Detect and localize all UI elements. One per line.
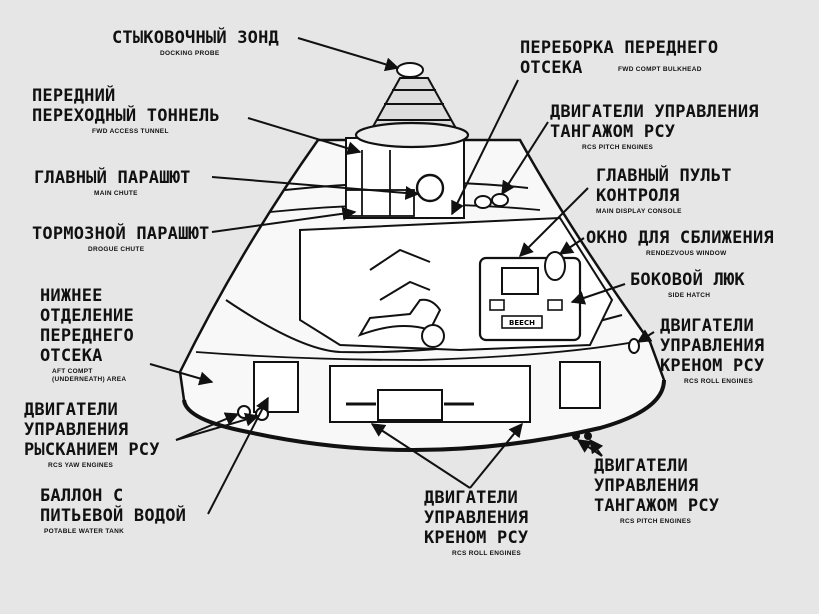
leader-roll-bottom-2	[469, 422, 523, 489]
label-rcs-roll-right-en: RCS ROLL ENGINES	[684, 378, 753, 385]
leader-pitch-bottom-2	[589, 438, 604, 457]
label-fwd-bulkhead-ru: ПЕРЕБОРКА ПЕРЕДНЕГО ОТСЕКА	[520, 38, 719, 78]
leader-bulkhead	[451, 79, 519, 216]
label-rcs-yaw-ru: ДВИГАТЕЛИ УПРАВЛЕНИЯ РЫСКАНИЕМ РСУ	[24, 400, 160, 460]
docking-probe-tip	[396, 62, 424, 78]
label-main-console-ru: ГЛАВНЫЙ ПУЛЬТ КОНТРОЛЯ	[596, 166, 732, 206]
label-rendezvous-window: ОКНО ДЛЯ СБЛИЖЕНИЯ RENDEZVOUS WINDOW	[586, 228, 774, 258]
leader-yaw-2	[175, 412, 260, 441]
label-rendezvous-window-ru: ОКНО ДЛЯ СБЛИЖЕНИЯ	[586, 228, 774, 248]
label-rcs-roll-bottom: ДВИГАТЕЛИ УПРАВЛЕНИЯ КРЕНОМ РСУ RCS ROLL…	[424, 488, 528, 558]
docking-ring	[354, 121, 470, 149]
label-water-tank-ru: БАЛЛОН С ПИТЬЕВОЙ ВОДОЙ	[40, 486, 187, 526]
label-rcs-yaw: ДВИГАТЕЛИ УПРАВЛЕНИЯ РЫСКАНИЕМ РСУ RCS Y…	[24, 400, 160, 470]
label-rcs-pitch-top-ru: ДВИГАТЕЛИ УПРАВЛЕНИЯ ТАНГАЖОМ РСУ	[550, 102, 759, 142]
label-fwd-bulkhead: ПЕРЕБОРКА ПЕРЕДНЕГО ОТСЕКА FWD COMPT BUL…	[520, 38, 718, 78]
label-main-chute-en: MAIN CHUTE	[94, 190, 138, 197]
leader-pitch-top	[501, 121, 549, 196]
pitch-engine-port	[474, 195, 492, 209]
tunnel-port	[415, 173, 445, 203]
leader-console	[519, 187, 589, 257]
label-water-tank-en: POTABLE WATER TANK	[44, 528, 125, 535]
leader-window	[558, 237, 585, 255]
pitch-engine-port-bottom	[584, 432, 592, 440]
leader-lines	[149, 37, 655, 515]
label-rcs-pitch-bottom: ДВИГАТЕЛИ УПРАВЛЕНИЯ ТАНГАЖОМ РСУ RCS PI…	[594, 456, 719, 526]
label-main-chute: ГЛАВНЫЙ ПАРАШЮТ MAIN CHUTE	[34, 168, 191, 198]
label-main-console: ГЛАВНЫЙ ПУЛЬТ КОНТРОЛЯ MAIN DISPLAY CONS…	[596, 166, 732, 216]
label-side-hatch-en: SIDE HATCH	[668, 292, 711, 299]
label-water-tank: БАЛЛОН С ПИТЬЕВОЙ ВОДОЙ POTABLE WATER TA…	[40, 486, 186, 536]
leader-roll-bottom-1	[370, 423, 471, 489]
equipment-bay-right	[559, 361, 601, 409]
main-chute-pack	[345, 189, 415, 217]
leader-fwd-tunnel	[247, 117, 362, 156]
crew-helmet	[421, 324, 445, 348]
label-rcs-roll-bottom-en: RCS ROLL ENGINES	[452, 550, 521, 557]
leader-aft-compt	[149, 363, 214, 386]
hatch-plate	[501, 315, 543, 329]
leader-roll-right	[636, 329, 655, 343]
heat-shield	[182, 379, 666, 453]
equipment-bay-left	[253, 361, 299, 413]
leader-docking-probe	[297, 37, 400, 72]
label-fwd-access-tunnel: ПЕРЕДНИЙ ПЕРЕХОДНЫЙ ТОННЕЛЬ FWD ACCESS T…	[32, 86, 220, 136]
label-docking-probe: СТЫКОВОЧНЫЙ ЗОНД DOCKING PROBE	[112, 28, 279, 58]
label-fwd-access-tunnel-ru: ПЕРЕДНИЙ ПЕРЕХОДНЫЙ ТОННЕЛЬ	[32, 86, 220, 126]
label-drogue-chute-en: DROGUE CHUTE	[88, 246, 145, 253]
label-docking-probe-en: DOCKING PROBE	[160, 50, 220, 57]
yaw-engine-port	[237, 405, 251, 419]
label-docking-probe-ru: СТЫКОВОЧНЫЙ ЗОНД	[112, 28, 279, 48]
label-main-console-en: MAIN DISPLAY CONSOLE	[596, 208, 682, 215]
pitch-engine-port-bottom	[572, 432, 580, 440]
label-rcs-pitch-top: ДВИГАТЕЛИ УПРАВЛЕНИЯ ТАНГАЖОМ РСУ RCS PI…	[550, 102, 759, 152]
label-fwd-access-tunnel-en: FWD ACCESS TUNNEL	[92, 128, 169, 135]
roll-engine-box	[377, 389, 443, 421]
roll-engine-port-right	[628, 338, 640, 354]
label-rcs-pitch-bottom-en: RCS PITCH ENGINES	[620, 518, 692, 525]
label-rcs-pitch-bottom-ru: ДВИГАТЕЛИ УПРАВЛЕНИЯ ТАНГАЖОМ РСУ	[594, 456, 720, 516]
leader-pitch-bottom-1	[576, 439, 603, 457]
label-rcs-yaw-en: RCS YAW ENGINES	[48, 462, 114, 469]
leader-water-tank	[207, 396, 269, 515]
label-aft-compt-ru: НИЖНЕЕ ОТДЕЛЕНИЕ ПЕРЕДНЕГО ОТСЕКА	[40, 286, 134, 366]
leader-hatch	[570, 283, 626, 305]
label-rcs-roll-right-ru: ДВИГАТЕЛИ УПРАВЛЕНИЯ КРЕНОМ РСУ	[660, 316, 765, 376]
label-aft-compt-en: AFT COMPT (UNDERNEATH) AREA	[52, 368, 127, 383]
leader-drogue-chute	[211, 206, 357, 233]
crew-figure	[357, 298, 442, 337]
hull-band-base	[195, 339, 647, 361]
label-fwd-bulkhead-en: FWD COMPT BULKHEAD	[618, 66, 702, 73]
console-display	[501, 267, 539, 295]
label-drogue-chute: ТОРМОЗНОЙ ПАРАШЮТ DROGUE CHUTE	[32, 224, 209, 254]
leader-yaw-1	[175, 412, 240, 441]
label-rcs-roll-right: ДВИГАТЕЛИ УПРАВЛЕНИЯ КРЕНОМ РСУ RCS ROLL…	[660, 316, 764, 386]
leader-main-chute	[211, 176, 420, 200]
label-rendezvous-window-en: RENDEZVOUS WINDOW	[646, 250, 727, 257]
label-side-hatch: БОКОВОЙ ЛЮК SIDE HATCH	[630, 270, 745, 300]
label-aft-compt: НИЖНЕЕ ОТДЕЛЕНИЕ ПЕРЕДНЕГО ОТСЕКА AFT CO…	[40, 286, 134, 384]
label-main-chute-ru: ГЛАВНЫЙ ПАРАШЮТ	[34, 168, 191, 188]
label-drogue-chute-ru: ТОРМОЗНОЙ ПАРАШЮТ	[32, 224, 210, 244]
hatch-plate-text: BEECH	[509, 319, 535, 327]
rendezvous-window-porthole	[544, 251, 566, 281]
label-side-hatch-ru: БОКОВОЙ ЛЮК	[630, 270, 745, 290]
label-rcs-roll-bottom-ru: ДВИГАТЕЛИ УПРАВЛЕНИЯ КРЕНОМ РСУ	[424, 488, 529, 548]
pitch-engine-port	[491, 193, 509, 207]
label-rcs-pitch-top-en: RCS PITCH ENGINES	[582, 144, 654, 151]
